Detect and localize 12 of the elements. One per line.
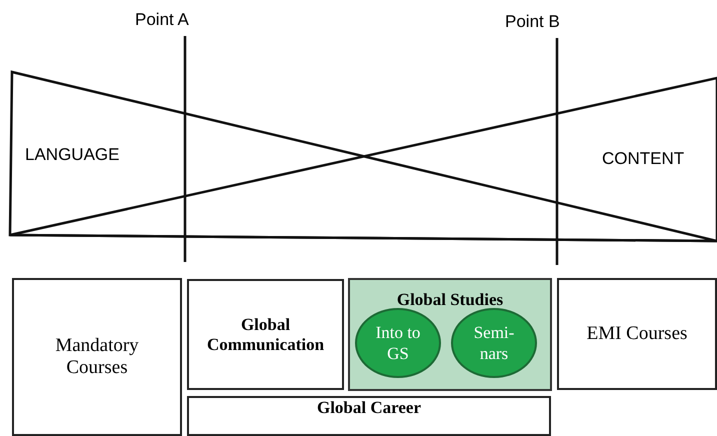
point-label: Point A bbox=[135, 10, 189, 30]
course-box: EMI Courses bbox=[557, 278, 717, 390]
course-box: Global Communication bbox=[187, 279, 344, 390]
triangle-label: LANGUAGE bbox=[25, 145, 120, 165]
triangle-label: CONTENT bbox=[602, 149, 684, 169]
course-ellipse: Semi- nars bbox=[451, 308, 537, 378]
panel-heading: Global Studies bbox=[396, 290, 504, 310]
course-box: Mandatory Courses bbox=[12, 278, 182, 436]
course-panel bbox=[348, 278, 552, 391]
course-ellipse: Into to GS bbox=[355, 308, 441, 378]
course-bar: Global Career bbox=[187, 396, 551, 436]
point-label: Point B bbox=[505, 12, 560, 32]
